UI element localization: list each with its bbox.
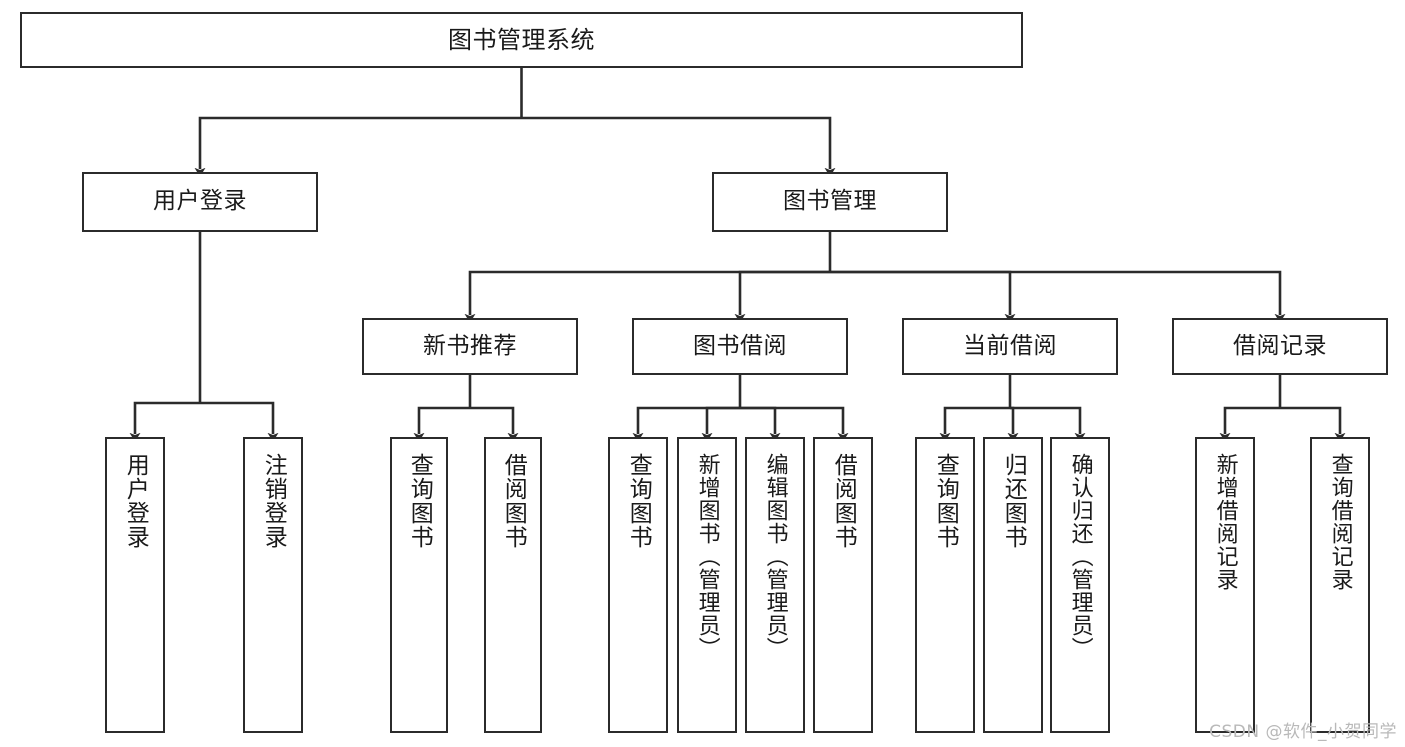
connector-newbook-to-leaf-nb-borrow	[470, 406, 519, 442]
connector-borrow-to-leaf-bo-add	[701, 406, 740, 442]
node-newbook[interactable]: 新书推荐	[362, 318, 578, 375]
node-label: 编辑图书（管理员）	[762, 453, 788, 660]
node-label: 查询借阅记录	[1327, 453, 1353, 591]
node-label: 借阅图书	[830, 453, 857, 549]
connector-bookmgmt-to-records	[830, 270, 1286, 323]
node-root[interactable]: 图书管理系统	[20, 12, 1023, 68]
connector-newbook-to-leaf-nb-query	[413, 406, 470, 442]
node-login[interactable]: 用户登录	[82, 172, 318, 232]
node-records[interactable]: 借阅记录	[1172, 318, 1388, 375]
node-label: 借阅图书	[500, 453, 527, 549]
node-label: 查询图书	[932, 453, 959, 549]
node-leaf-user-login[interactable]: 用户登录	[105, 437, 165, 733]
node-label: 查询图书	[406, 453, 433, 549]
connector-current-to-leaf-cu-confirm	[1010, 406, 1086, 442]
node-leaf-bo-borrow[interactable]: 借阅图书	[813, 437, 873, 733]
connector-login-to-leaf-user-logout	[200, 401, 279, 442]
node-label: 查询图书	[625, 453, 652, 549]
node-leaf-nb-borrow[interactable]: 借阅图书	[484, 437, 542, 733]
node-leaf-cu-confirm[interactable]: 确认归还（管理员）	[1050, 437, 1110, 733]
node-label: 图书借阅	[693, 332, 787, 359]
node-label: 借阅记录	[1233, 332, 1327, 359]
node-leaf-nb-query[interactable]: 查询图书	[390, 437, 448, 733]
node-label: 用户登录	[153, 188, 247, 215]
connector-borrow-to-leaf-bo-edit	[740, 406, 781, 442]
node-borrow[interactable]: 图书借阅	[632, 318, 848, 375]
connector-root-to-bookmgmt	[521, 116, 836, 177]
node-label: 注销登录	[260, 453, 287, 549]
node-leaf-bo-query[interactable]: 查询图书	[608, 437, 668, 733]
connector-root-to-login	[194, 116, 522, 177]
connector-bookmgmt-to-borrow	[734, 270, 830, 323]
node-label: 当前借阅	[963, 332, 1057, 359]
watermark-text: CSDN @软件_小贺同学	[1209, 722, 1397, 742]
connector-records-to-leaf-re-query	[1280, 406, 1346, 442]
node-current[interactable]: 当前借阅	[902, 318, 1118, 375]
node-bookmgmt[interactable]: 图书管理	[712, 172, 948, 232]
node-leaf-cu-query[interactable]: 查询图书	[915, 437, 975, 733]
connector-bookmgmt-to-current	[830, 270, 1016, 323]
connector-current-to-leaf-cu-return	[1007, 406, 1019, 442]
node-label: 图书管理	[783, 188, 877, 215]
node-label: 图书管理系统	[448, 25, 595, 54]
connector-records-to-leaf-re-add	[1219, 406, 1280, 442]
node-leaf-user-logout[interactable]: 注销登录	[243, 437, 303, 733]
node-leaf-bo-add[interactable]: 新增图书（管理员）	[677, 437, 737, 733]
node-label: 新书推荐	[423, 332, 517, 359]
node-label: 新增借阅记录	[1212, 453, 1238, 591]
node-label: 归还图书	[1000, 453, 1027, 549]
connector-borrow-to-leaf-bo-query	[632, 406, 740, 442]
connector-borrow-to-leaf-bo-borrow	[740, 406, 849, 442]
node-leaf-cu-return[interactable]: 归还图书	[983, 437, 1043, 733]
connector-bookmgmt-to-newbook	[464, 270, 830, 323]
node-label: 新增图书（管理员）	[694, 453, 720, 660]
connector-login-to-leaf-user-login	[129, 401, 200, 442]
node-leaf-re-add[interactable]: 新增借阅记录	[1195, 437, 1255, 733]
node-label: 确认归还（管理员）	[1067, 453, 1093, 660]
node-leaf-bo-edit[interactable]: 编辑图书（管理员）	[745, 437, 805, 733]
node-label: 用户登录	[122, 453, 149, 549]
connector-current-to-leaf-cu-query	[939, 406, 1010, 442]
node-leaf-re-query[interactable]: 查询借阅记录	[1310, 437, 1370, 733]
